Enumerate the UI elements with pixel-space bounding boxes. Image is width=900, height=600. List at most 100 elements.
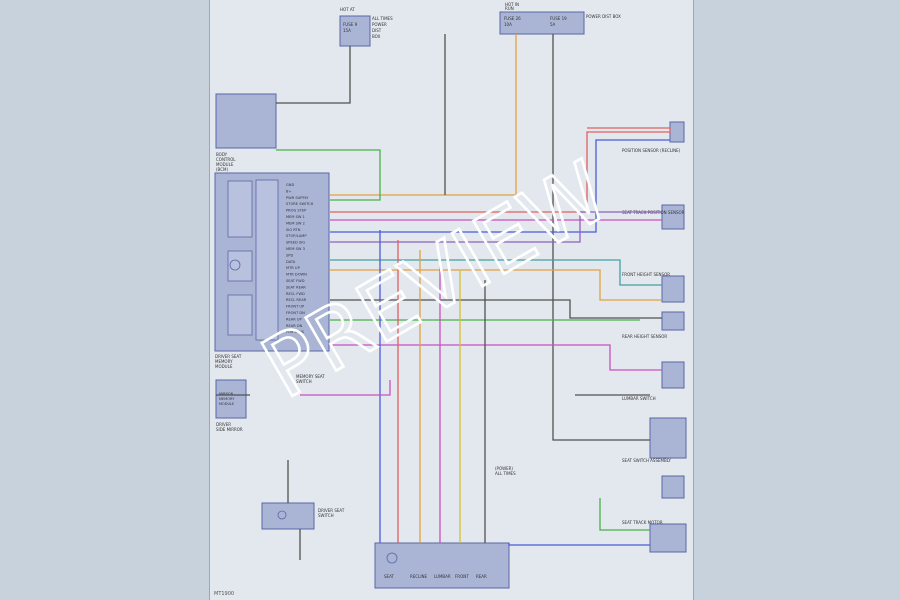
right-component-box xyxy=(661,361,685,389)
module-pin-label: GND xyxy=(286,183,294,187)
right-side-label: FRONT HEIGHT SENSOR xyxy=(622,272,670,277)
memory-module: DRIVER SEAT MEMORY MODULE xyxy=(214,172,330,369)
side-module-l1: BODY xyxy=(216,152,228,157)
mirror-module-l2: MEMORY xyxy=(219,397,235,401)
module-pin-label: SPEED SIG xyxy=(286,241,305,245)
module-pin-label: STORE SWITCH xyxy=(286,202,314,206)
wire-blue xyxy=(508,543,650,546)
wire-magenta xyxy=(330,344,662,371)
top-fuse-right-l7: POWER DIST BOX xyxy=(586,14,621,19)
module-pin-label: RECL FWD xyxy=(286,292,305,296)
top-fuse-right: HOT IN RUN FUSE 26 10A FUSE 19 5A POWER … xyxy=(499,2,621,35)
wire-black xyxy=(276,46,351,104)
memory-note: MEMORY SEAT SWITCH xyxy=(296,374,325,384)
top-fuse-right-l2: RUN xyxy=(505,6,514,11)
module-pin-label: DATA xyxy=(286,260,296,264)
module-pin-label: MTR UP xyxy=(286,266,301,270)
bottom-label-recline: RECLINE xyxy=(410,574,428,579)
right-side-label: POSITION SENSOR (RECLINE) xyxy=(622,148,681,153)
top-fuse-right-l6: 5A xyxy=(550,22,556,27)
driver-seat-switch: DRIVER SEAT SWITCH xyxy=(261,502,345,530)
module-pin-label: FRONT UP xyxy=(286,305,305,309)
wire-green xyxy=(276,149,381,201)
bottom-note-l1: (POWER) xyxy=(495,466,513,471)
right-side-label: SEAT TRACK MOTOR xyxy=(622,520,663,525)
module-pin-label: MEM SW 3 xyxy=(286,247,305,251)
top-fuse-right-l5: FUSE 19 xyxy=(550,16,567,21)
right-component-box xyxy=(661,204,685,230)
wire-teal xyxy=(330,259,662,286)
right-component-box xyxy=(649,523,687,553)
top-fuse-left-l1: HOT AT xyxy=(340,7,355,12)
right-component-box xyxy=(661,311,685,331)
top-fuse-left-l7: 15A xyxy=(343,28,351,33)
mirror-label-l1: DRIVER xyxy=(216,422,231,427)
bottom-switch-cluster: SEAT RECLINE LUMBAR FRONT REAR (POWER) A… xyxy=(374,466,516,589)
module-pin-label: SEAT FWD xyxy=(286,279,305,283)
wire-red xyxy=(330,127,671,213)
footer-code: MT1900 xyxy=(214,591,234,597)
mirror-module-l3: MODULE xyxy=(219,402,234,406)
module-pin-label: B+ xyxy=(286,189,291,193)
memory-note-l1: MEMORY SEAT xyxy=(296,374,325,379)
module-pin-label: PROG STEP xyxy=(286,209,307,213)
module-pin-label: FRONT DN xyxy=(286,311,305,315)
memory-note-l2: SWITCH xyxy=(296,379,312,384)
module-pin-label: MEM SW 2 xyxy=(286,221,305,225)
memory-module-l1: DRIVER SEAT xyxy=(215,354,242,359)
wire-orange xyxy=(330,34,517,196)
module-pin-label: MEM SW 1 xyxy=(286,215,305,219)
side-module-top: BODY CONTROL MODULE (BCM) xyxy=(215,93,277,172)
module-pin-label: SPD xyxy=(286,253,293,257)
top-fuse-left-l4: DIST xyxy=(372,28,382,33)
top-fuse-left: HOT AT ALL TIMES POWER DIST BOX FUSE 9 1… xyxy=(339,7,393,47)
module-pin-label: SEAT REAR xyxy=(286,285,306,289)
wire-black xyxy=(330,299,662,319)
switch-label-l2: SWITCH xyxy=(318,513,334,518)
mirror-label-l2: SIDE MIRROR xyxy=(216,427,243,432)
top-fuse-right-l3: FUSE 26 xyxy=(504,16,521,21)
top-fuse-left-l6: FUSE 9 xyxy=(343,22,358,27)
module-pin-label: MTR DOWN xyxy=(286,273,307,277)
wire-magenta xyxy=(300,380,391,396)
module-pin-label: REAR DN xyxy=(286,324,303,328)
module-pin-label: POS SENS xyxy=(286,330,305,334)
right-component-box xyxy=(661,475,685,499)
right-component-box xyxy=(661,275,685,303)
module-pin-label: PWR SUPPLY xyxy=(286,196,309,200)
bottom-label-seat: SEAT xyxy=(384,574,394,579)
right-side-label: SEAT SWITCH ASSEMBLY xyxy=(622,458,671,463)
bottom-label-lumbar: LUMBAR xyxy=(434,574,451,579)
side-module-l4: (BCM) xyxy=(216,167,228,172)
top-fuse-left-l5: BOX xyxy=(372,34,381,39)
top-fuse-right-l4: 10A xyxy=(504,22,512,27)
module-pin-label: RECL REAR xyxy=(286,298,307,302)
wires xyxy=(216,34,671,560)
right-side-label: REAR HEIGHT SENSOR xyxy=(622,334,667,339)
right-side-label: LUMBAR SWITCH xyxy=(622,396,656,401)
mirror-module-l1: MIRROR xyxy=(219,392,234,396)
right-component-box xyxy=(649,417,687,459)
top-fuse-left-l3: POWER xyxy=(372,22,387,27)
wire-orange xyxy=(330,269,662,301)
top-fuse-right-l1: HOT IN xyxy=(505,2,519,7)
memory-module-l3: MODULE xyxy=(215,364,233,369)
module-pin-label: SIG RTN xyxy=(286,228,301,232)
mirror-module: MIRROR MEMORY MODULE DRIVER SIDE MIRROR xyxy=(215,379,247,432)
wire-blue xyxy=(330,139,670,233)
module-pin-label: STOP/LAMP xyxy=(286,234,307,238)
memory-module-pin-labels: GND B+ PWR SUPPLY STORE SWITCH PROG STEP MEM … xyxy=(286,183,314,334)
right-side-components: POSITION SENSOR (RECLINE)SEAT TRACK POSI… xyxy=(622,121,687,553)
top-fuse-left-l2: ALL TIMES xyxy=(372,16,393,21)
wire-violet xyxy=(330,211,662,243)
memory-module-l2: MEMORY xyxy=(215,359,233,364)
right-component-box xyxy=(669,121,685,143)
bottom-note-l2: ALL TIMES xyxy=(495,471,516,476)
bottom-label-front: FRONT xyxy=(455,574,469,579)
module-pin-label: REAR UP xyxy=(286,317,302,321)
bottom-label-rear: REAR xyxy=(476,574,487,579)
side-module-l2: CONTROL xyxy=(216,157,236,162)
side-module-l3: MODULE xyxy=(216,162,234,167)
